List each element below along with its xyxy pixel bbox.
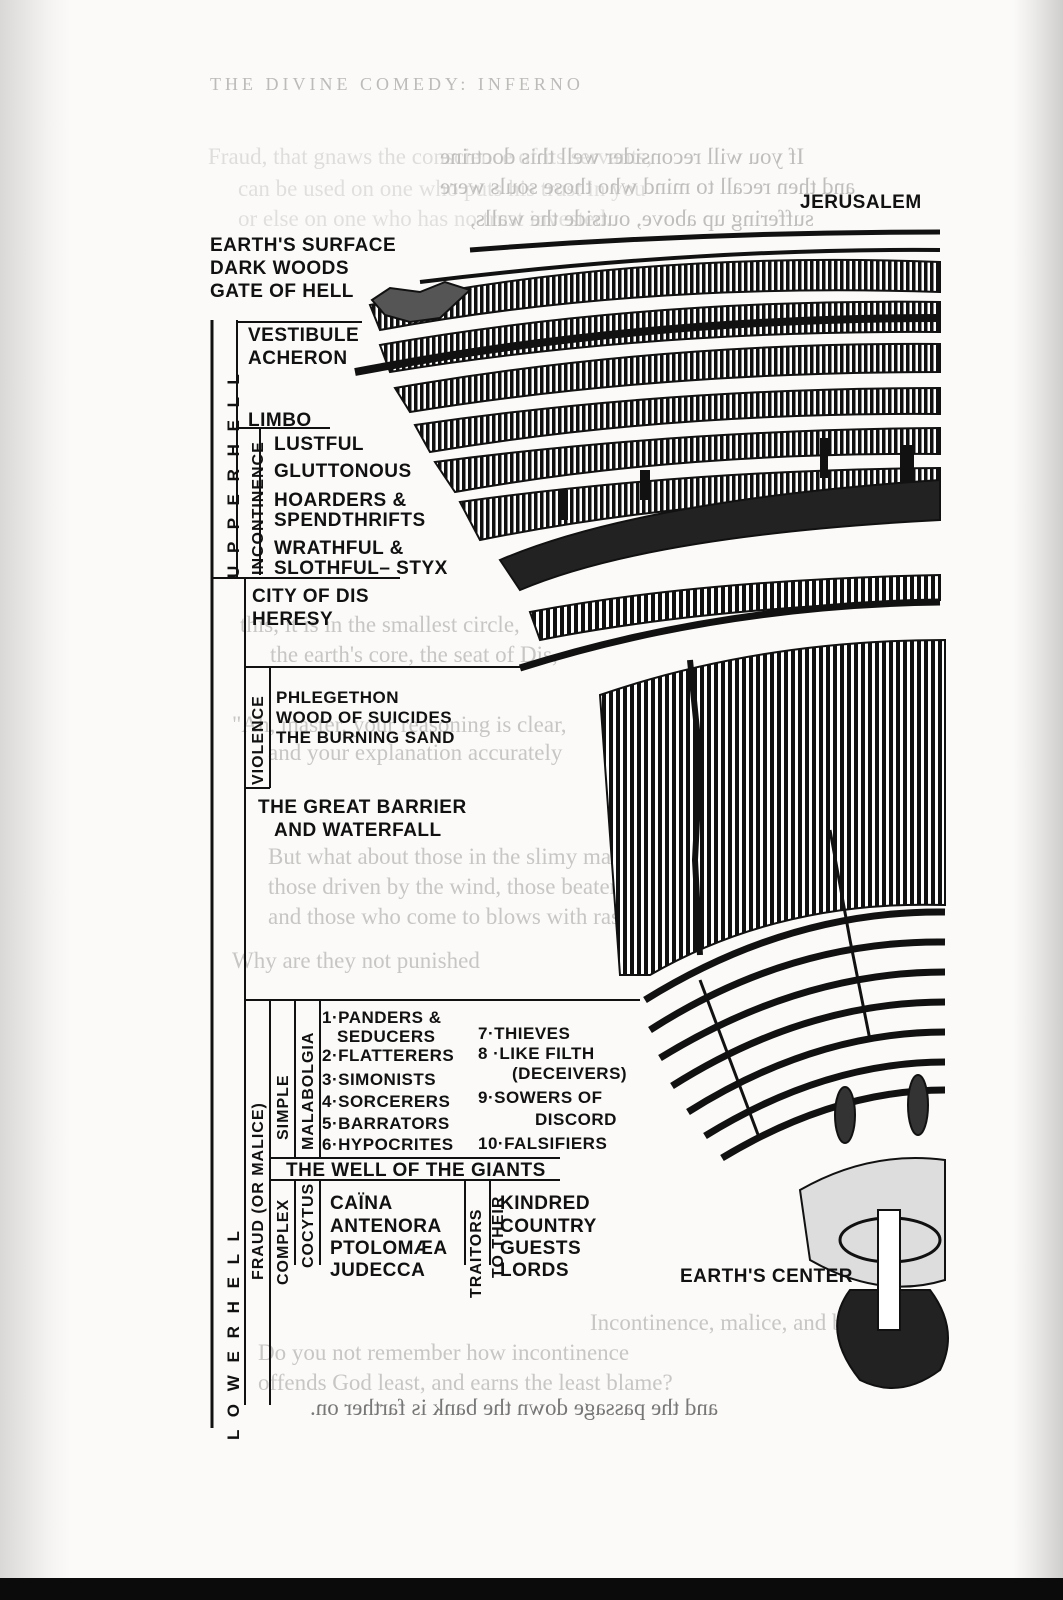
bleed-line: offends God least, and earns the least b… — [258, 1370, 673, 1395]
label-bolgia-8: 8 ·LIKE FILTH — [478, 1044, 595, 1063]
label-and-waterfall: AND WATERFALL — [274, 820, 442, 841]
bleed-line: this, it is in the smallest circle, — [240, 612, 520, 637]
label-burning-sand: THE BURNING SAND — [276, 728, 455, 747]
label-bolgia-9b: DISCORD — [535, 1110, 617, 1129]
bleed-line: "Ah, master, your reasoning is clear, — [232, 712, 567, 737]
label-lower-hell: L O W E R H E L L — [224, 1227, 243, 1440]
label-ptolomaea: PTOLOMÆA — [330, 1238, 448, 1259]
label-simple: SIMPLE — [275, 1074, 292, 1140]
dark-woods-rock — [370, 280, 472, 324]
label-bolgia-3: 3·SIMONISTS — [322, 1070, 437, 1089]
label-violence: VIOLENCE — [250, 695, 267, 785]
bleed-line: can be used on one who puts his trust in… — [238, 176, 646, 201]
section-brackets — [210, 320, 640, 1428]
label-bolgia-10: 10·FALSIFIERS — [478, 1134, 608, 1153]
bleed-line: Do you not remember how incontinence — [258, 1340, 630, 1365]
label-kindred: KINDRED — [500, 1193, 591, 1214]
label-dark-woods: DARK WOODS — [210, 258, 350, 279]
label-gluttonous: GLUTTONOUS — [274, 461, 412, 482]
label-judecca: JUDECCA — [330, 1260, 426, 1281]
label-bolgia-1b: SEDUCERS — [337, 1027, 436, 1046]
bleed-line: Fraud, that gnaws the conscience of its … — [208, 144, 652, 169]
label-well-of-giants: THE WELL OF THE GIANTS — [286, 1160, 546, 1181]
bleed-line: But what about those in the slimy marsh, — [268, 844, 645, 869]
label-wrathful: WRATHFUL & — [274, 538, 404, 559]
page-bottom-edge — [0, 1578, 1063, 1600]
city-of-dis-walls — [498, 438, 941, 592]
label-bolgia-9: 9·SOWERS OF — [478, 1088, 603, 1107]
violence-block — [598, 638, 946, 976]
label-phlegethon: PHLEGETHON — [276, 688, 400, 707]
label-cocytus: COCYTUS — [300, 1182, 317, 1268]
label-traitors: TRAITORS — [468, 1208, 485, 1298]
lucifer-pit — [798, 1157, 949, 1389]
bleed-line: Why are they not punished — [232, 948, 480, 973]
label-bolgia-1: 1·PANDERS & — [322, 1008, 442, 1027]
label-wood-of-suicides: WOOD OF SUICIDES — [276, 708, 453, 727]
label-antenora: ANTENORA — [330, 1216, 442, 1237]
label-upper-hell: U P P E R H E L L — [224, 370, 243, 578]
label-bolgia-8b: (DECEIVERS) — [512, 1064, 628, 1083]
label-caina: CAÏNA — [330, 1193, 393, 1214]
label-acheron: ACHERON — [248, 348, 348, 369]
upper-strata-bands — [368, 258, 941, 542]
label-bolgia-6: 6·HYPOCRITES — [322, 1135, 454, 1154]
malebolge-bridges — [698, 829, 872, 1141]
label-earths-surface: EARTH'S SURFACE — [210, 235, 397, 256]
label-country: COUNTRY — [500, 1216, 597, 1237]
label-fraud: FRAUD (OR MALICE) — [250, 1102, 267, 1280]
label-incontinence: INCONTINENCE — [250, 441, 267, 575]
bleed-line: or else on one who has no trust invested… — [238, 206, 612, 231]
label-bolgia-2: 2·FLATTERERS — [322, 1046, 455, 1065]
heresy-band — [528, 573, 941, 642]
label-earths-center: EARTH'S CENTER — [680, 1266, 854, 1287]
malebolge-rings — [643, 908, 946, 1161]
label-city-of-dis: CITY OF DIS — [252, 586, 370, 607]
label-complex: COMPLEX — [275, 1198, 292, 1285]
label-bolgia-5: 5·BARRATORS — [322, 1114, 450, 1133]
label-heresy: HERESY — [252, 609, 334, 630]
book-gutter-shadow — [0, 0, 70, 1600]
phlegethon-river — [518, 598, 941, 672]
running-head: THE DIVINE COMEDY: INFERNO — [210, 74, 584, 94]
label-gate-of-hell: GATE OF HELL — [210, 281, 354, 302]
earth-surface-line — [469, 229, 941, 253]
label-bolgia-7: 7·THIEVES — [478, 1024, 571, 1043]
acheron-river — [354, 314, 941, 376]
label-lustful: LUSTFUL — [274, 434, 365, 455]
label-spendthrifts: SPENDTHRIFTS — [274, 510, 426, 531]
label-jerusalem: JERUSALEM — [800, 192, 922, 213]
label-lords: LORDS — [500, 1260, 569, 1281]
earth-surface-line-2 — [419, 247, 941, 284]
label-vestibule: VESTIBULE — [248, 325, 360, 346]
great-barrier-waterfall — [687, 659, 704, 956]
label-slothful-styx: SLOTHFUL– STYX — [274, 558, 448, 579]
bleed-line: the earth's core, the seat of Dis, — [270, 642, 558, 667]
giants-figures — [834, 1074, 929, 1144]
bleed-line: and your explanation accurately — [268, 740, 563, 765]
label-hoarders: HOARDERS & — [274, 490, 407, 511]
label-malabolgia: MALABOLGIA — [300, 1031, 317, 1150]
label-guests: GUESTS — [500, 1238, 582, 1259]
label-great-barrier: THE GREAT BARRIER — [258, 797, 467, 818]
label-limbo: LIMBO — [248, 410, 312, 431]
page-edge-shadow — [1013, 0, 1063, 1600]
label-bolgia-4: 4·SORCERERS — [322, 1092, 451, 1111]
